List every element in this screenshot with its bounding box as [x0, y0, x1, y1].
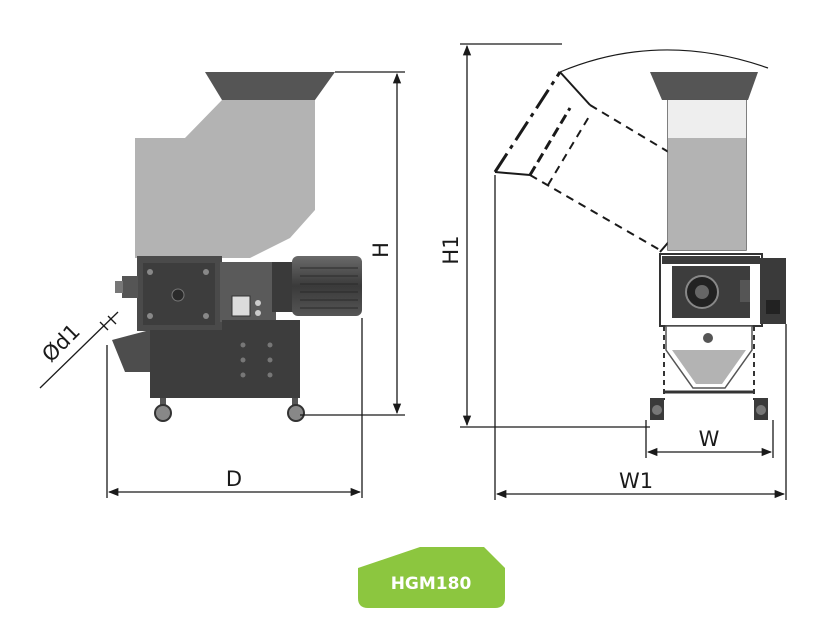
label-w1: W1 — [619, 469, 653, 493]
side-dimensions — [39, 71, 405, 498]
side-hopper-body — [135, 100, 315, 258]
front-motor-box — [760, 258, 786, 324]
side-motor-flange — [272, 262, 294, 312]
label-d: D — [226, 467, 242, 491]
side-view — [112, 72, 362, 422]
side-hopper-funnel — [205, 72, 335, 100]
side-wheels — [154, 398, 305, 422]
label-w: W — [699, 427, 720, 451]
model-badge[interactable]: HGM180 — [358, 547, 505, 608]
side-outlet-chute — [112, 330, 150, 372]
side-motor — [292, 256, 362, 316]
label-h1: H1 — [439, 235, 463, 264]
dim-line-d1 — [39, 311, 119, 389]
label-h: H — [369, 242, 393, 258]
front-hopper-funnel — [650, 72, 758, 100]
front-dimensions — [460, 43, 787, 500]
label-d1: Ød1 — [37, 319, 85, 367]
front-wheels — [650, 398, 768, 420]
side-base-frame — [150, 320, 300, 398]
front-view — [493, 49, 786, 420]
model-label: HGM180 — [391, 574, 472, 594]
